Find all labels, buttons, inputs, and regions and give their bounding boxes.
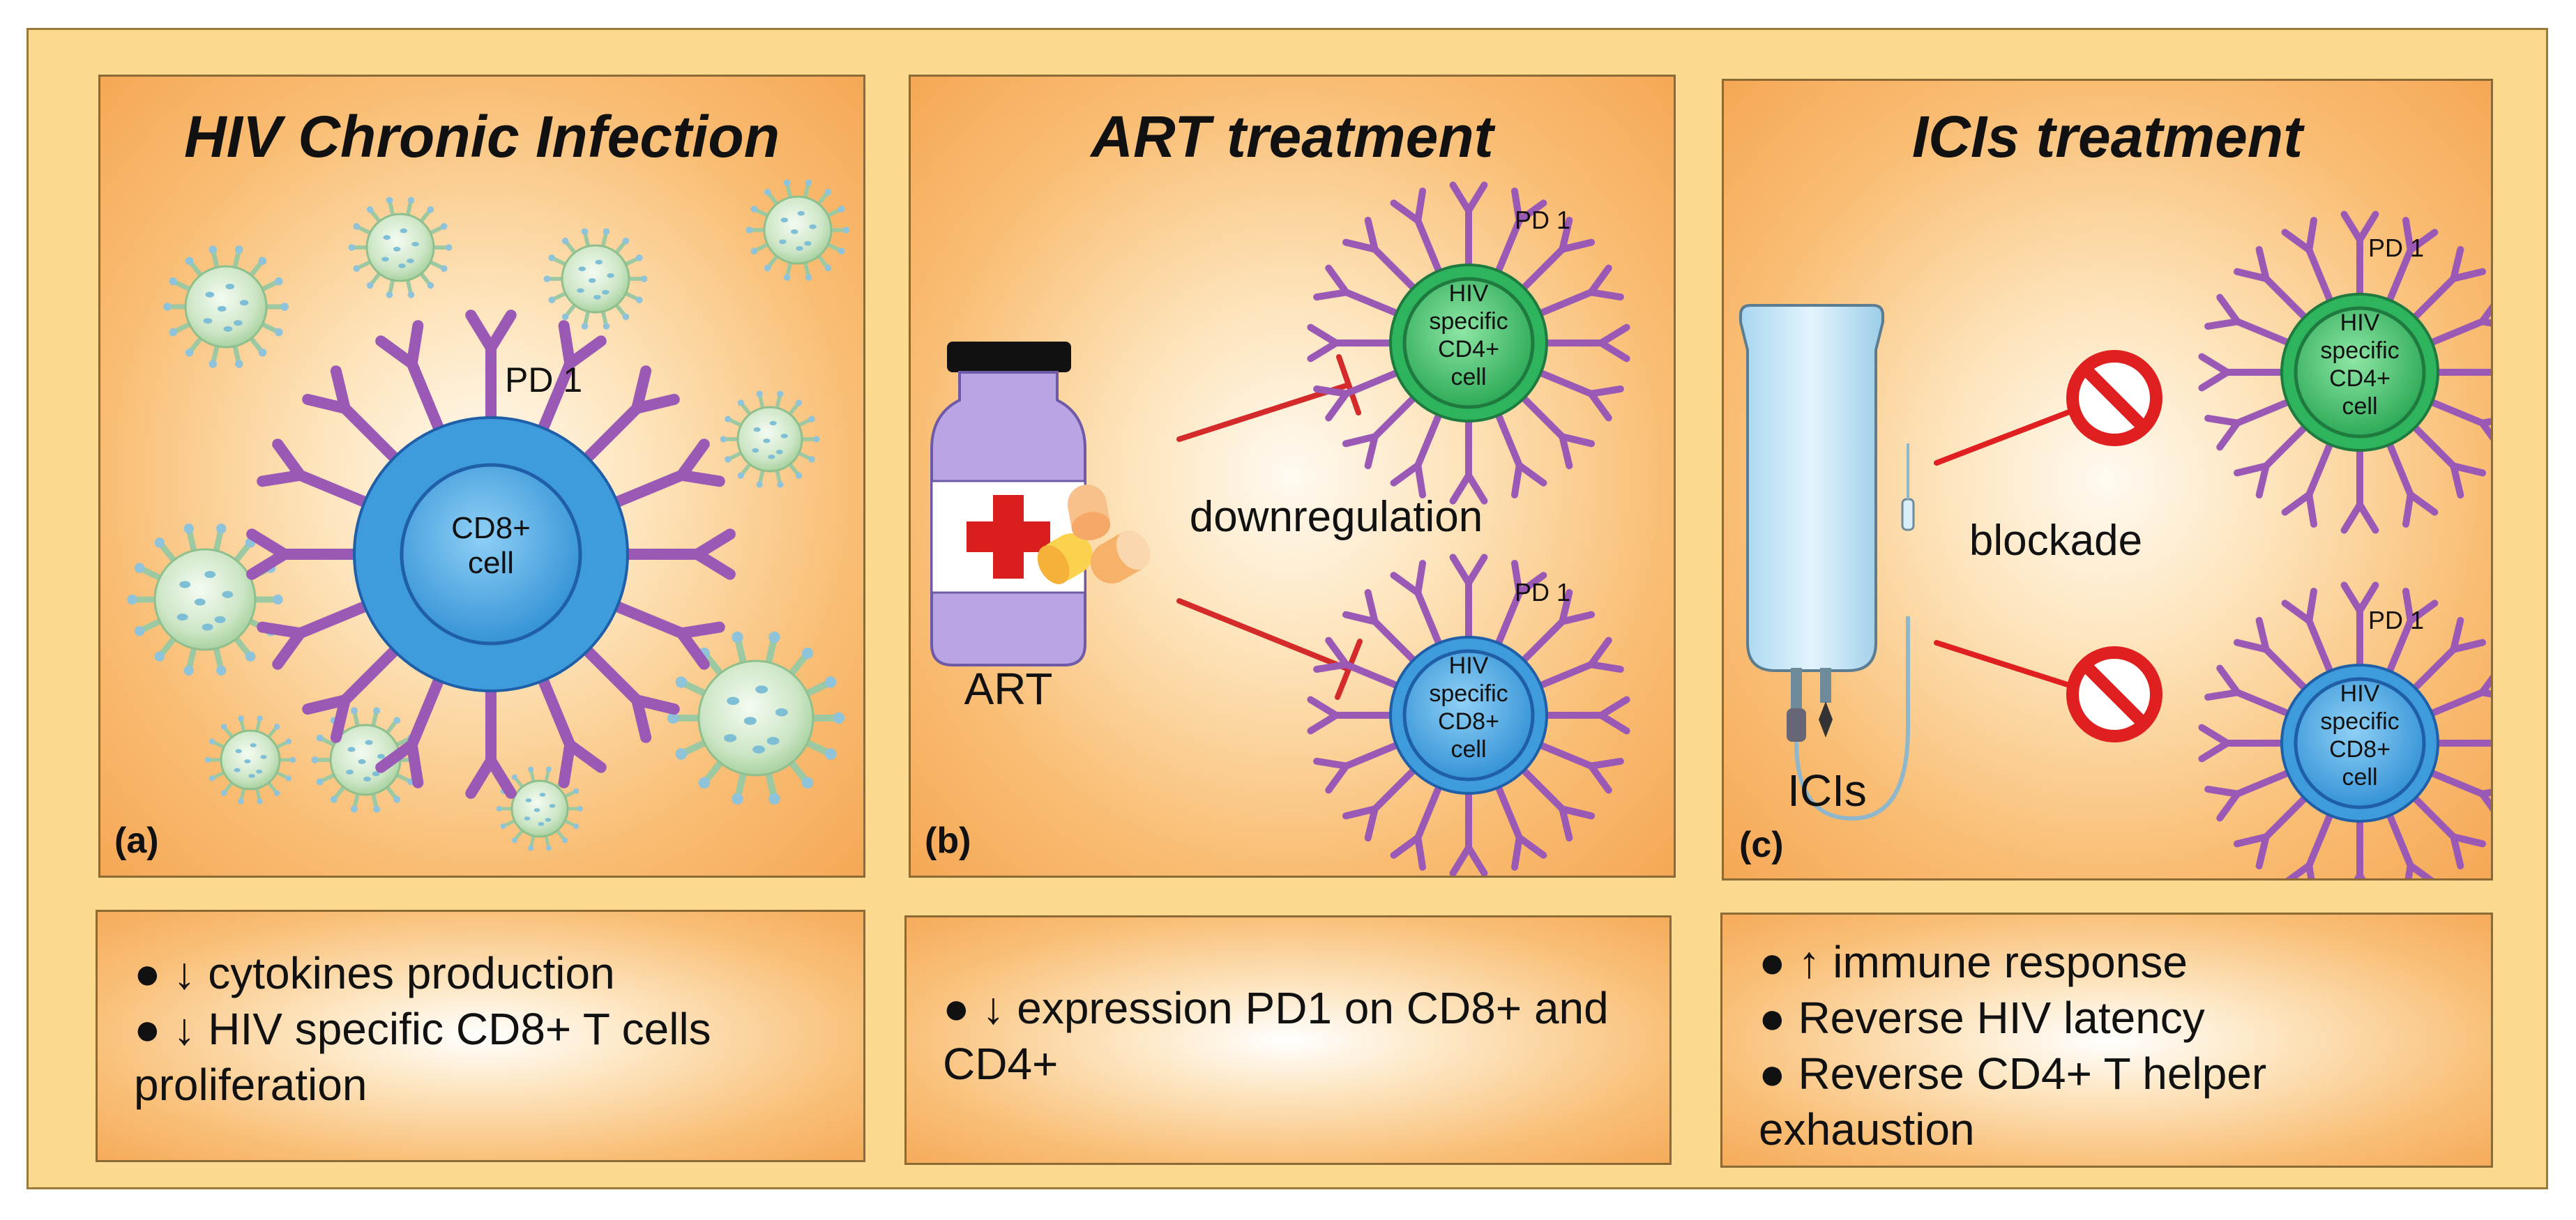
summary-list-c: ● ↑ immune response ● Reverse HIV latenc…: [1759, 934, 2455, 1157]
cd4-cell-label-4: cell: [1450, 364, 1486, 390]
cd8-cell-label-1: HIV: [1449, 653, 1489, 679]
summary-item: ● ↑ immune response: [1759, 937, 2188, 987]
inhibition-arrow-top: [1176, 354, 1361, 442]
summary-item: ● ↓ cytokines production: [134, 948, 615, 998]
hiv-virus-icon: [311, 707, 420, 813]
pd1-label-bottom: PD 1: [2368, 606, 2424, 634]
hiv-specific-cd4-cell: [1307, 181, 1630, 505]
blockade-line-bottom: [1934, 640, 2079, 690]
hiv-virus-icon: [163, 245, 289, 368]
cd8-cell-label-2: specific: [2320, 708, 2399, 735]
cd4-cell-label-3: CD4+: [1438, 336, 1499, 363]
summary-list-b: ● ↓ expression PD1 on CD8+ and CD4+: [943, 980, 1633, 1092]
cd8-cell-label-line2: cell: [468, 546, 514, 580]
virus-group: [127, 179, 850, 851]
cd4-cell-label-1: HIV: [1449, 280, 1489, 307]
panel-a-illustration: PD 1 CD8+ cell: [127, 179, 850, 851]
panel-b-illustration: ART downregulation PD 1 PD 1 HIV specifi…: [930, 181, 1630, 876]
cd4-cell-label-2: specific: [1429, 308, 1508, 335]
panel-b: ART treatment: [909, 75, 1676, 878]
pd1-label-top: PD 1: [2368, 234, 2424, 262]
pd1-label-top: PD 1: [1515, 206, 1570, 234]
cd8-cell-label-2: specific: [1429, 680, 1508, 707]
summary-box-b: ● ↓ expression PD1 on CD8+ and CD4+: [904, 915, 1672, 1165]
cd4-cell-label-4: cell: [2342, 393, 2377, 420]
panel-b-title: ART treatment: [1091, 104, 1494, 169]
cd4-cell-label-3: CD4+: [2329, 365, 2391, 392]
downregulation-label: downregulation: [1190, 493, 1483, 541]
summary-item: ● ↓ expression PD1 on CD8+ and CD4+: [943, 983, 1609, 1089]
panel-a: HIV Chronic Infection PD 1: [98, 75, 865, 878]
hiv-virus-icon: [745, 179, 850, 281]
panel-c-label: (c): [1739, 825, 1784, 865]
summary-list-a: ● ↓ cytokines production ● ↓ HIV specifi…: [134, 945, 827, 1113]
pd1-receptors: [2198, 211, 2491, 534]
no-sign-icon-bottom: [2066, 646, 2162, 742]
cd8-cell-label-line1: CD8+: [451, 511, 531, 545]
cd8-cell-label-4: cell: [1450, 736, 1486, 763]
cd8-cell-label-3: CD8+: [2329, 736, 2391, 763]
summary-box-a: ● ↓ cytokines production ● ↓ HIV specifi…: [96, 910, 865, 1162]
cd8-cell-label-3: CD8+: [1438, 708, 1499, 735]
hiv-specific-cd8-cell: [2198, 581, 2491, 878]
cd8-cell-label-4: cell: [2342, 764, 2377, 791]
pd1-receptors: [1307, 554, 1630, 876]
pd1-label-bottom: PD 1: [1515, 578, 1570, 607]
hiv-virus-icon: [127, 524, 283, 676]
hiv-virus-icon: [204, 715, 296, 805]
iv-bag-icon: [1739, 304, 1915, 821]
blockade-label: blockade: [1969, 517, 2142, 565]
cd4-cell-label-2: specific: [2320, 337, 2399, 364]
panel-b-label: (b): [925, 821, 971, 861]
summary-item: ● Reverse HIV latency: [1759, 993, 2205, 1043]
hiv-virus-icon: [720, 390, 820, 488]
summary-item: ● Reverse CD4+ T helper exhaustion: [1759, 1049, 2267, 1154]
summary-box-c: ● ↑ immune response ● Reverse HIV latenc…: [1720, 913, 2493, 1168]
hiv-virus-icon: [667, 631, 845, 805]
panel-c-title: ICIs treatment: [1911, 104, 2303, 169]
pd1-label: PD 1: [505, 360, 582, 399]
medicine-bottle-icon: [930, 342, 1086, 666]
panel-a-label: (a): [114, 821, 159, 861]
hiv-virus-icon: [543, 228, 648, 330]
hiv-specific-cd8-cell: [1307, 554, 1630, 876]
panel-c-illustration: ICIs blockade PD 1 PD 1 HIV specific CD4…: [1739, 211, 2491, 878]
pd1-receptors: [246, 310, 736, 799]
panel-a-title: HIV Chronic Infection: [183, 104, 780, 169]
cd8-cell: [246, 310, 736, 799]
summary-item: ● ↓ HIV specific CD8+ T cells proliferat…: [134, 1004, 711, 1110]
cd4-cell-label-1: HIV: [2340, 310, 2380, 336]
art-drug-label: ART: [964, 664, 1053, 714]
pd1-receptors: [2198, 581, 2491, 878]
hiv-specific-cd4-cell: [2198, 211, 2491, 534]
figure-frame: HIV Chronic Infection PD 1: [26, 28, 2548, 1189]
blockade-line-top: [1934, 406, 2081, 466]
no-sign-icon-top: [2066, 350, 2162, 446]
panel-c: ICIs treatment ICIs: [1722, 79, 2493, 880]
cd8-cell-label-1: HIV: [2340, 680, 2380, 707]
pill-icon: [1037, 485, 1151, 584]
icis-drug-label: ICIs: [1787, 765, 1867, 816]
pd1-receptors: [1307, 181, 1630, 505]
hiv-virus-icon: [348, 197, 453, 298]
